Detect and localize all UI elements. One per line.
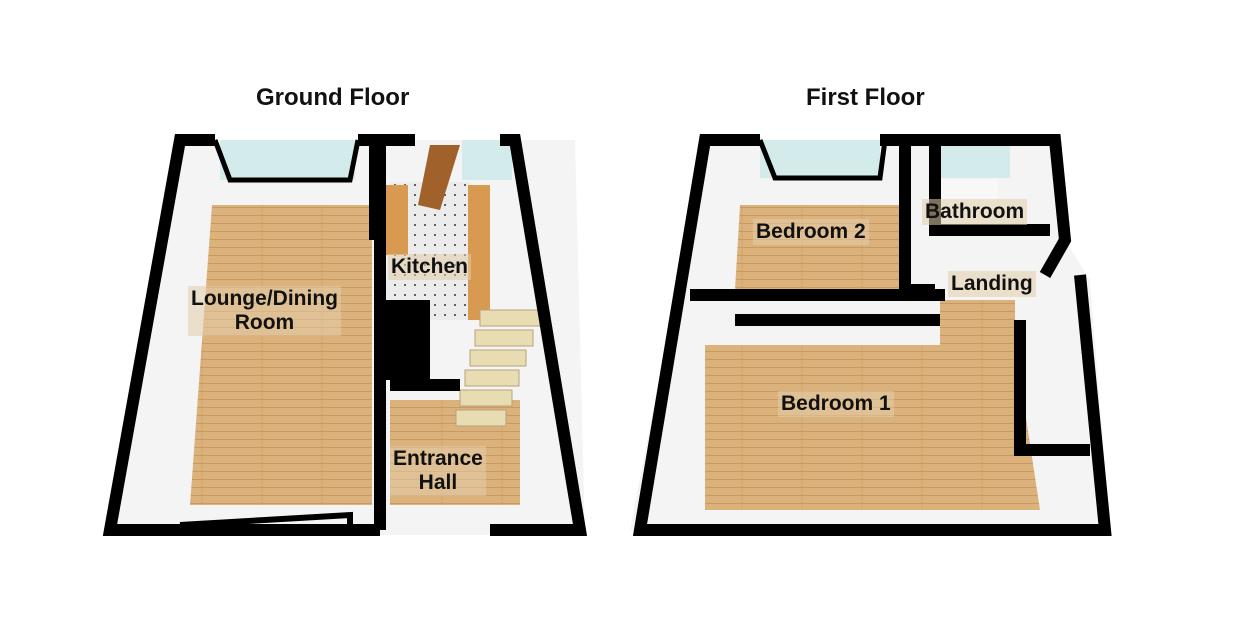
first-floor-title: First Floor [806, 84, 925, 111]
ground-floor-plan [102, 134, 588, 536]
room-label-entrance-hall: Entrance Hall [390, 446, 486, 496]
first-floor-plan [630, 134, 1112, 536]
room-label-bathroom: Bathroom [922, 199, 1028, 225]
room-label-kitchen: Kitchen [388, 254, 472, 280]
room-label-landing: Landing [948, 271, 1036, 297]
room-label-bedroom-1: Bedroom 1 [778, 391, 894, 417]
room-label-bedroom-2: Bedroom 2 [753, 219, 869, 245]
ground-floor-title: Ground Floor [256, 84, 410, 111]
room-label-lounge: Lounge/Dining Room [188, 286, 341, 336]
